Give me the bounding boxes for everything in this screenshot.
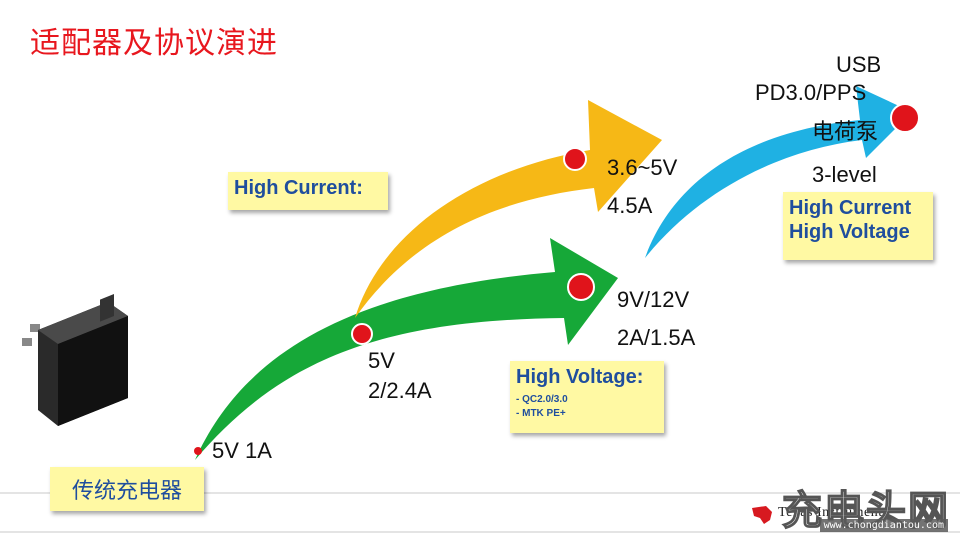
dot-stage2-orange bbox=[563, 147, 587, 171]
stage1-current: 2/2.4A bbox=[368, 378, 432, 403]
list-item: - QC2.0/3.0 bbox=[516, 394, 568, 405]
dot-start bbox=[194, 447, 202, 455]
dot-stage2-green bbox=[567, 273, 595, 301]
list-item: - MTK PE+ bbox=[516, 408, 566, 419]
ti-brand: Texas Instruments bbox=[750, 505, 889, 521]
note-high-both: High Current High Voltage bbox=[783, 192, 933, 260]
stage2-green-current: 2A/1.5A bbox=[617, 325, 696, 350]
stage2-orange-current: 4.5A bbox=[607, 193, 653, 218]
stage1-label: 5V 2/2.4A bbox=[368, 346, 432, 406]
ti-brand-text: Texas Instruments bbox=[778, 505, 889, 520]
green-arrow bbox=[195, 238, 618, 460]
stage3-line2: PD3.0/PPS bbox=[755, 80, 867, 105]
note-high-both-line2: High Voltage bbox=[789, 221, 910, 243]
start-label: 5V 1A bbox=[212, 438, 272, 463]
stage2-orange-label: 3.6~5V 4.5A bbox=[607, 153, 677, 221]
charger-image bbox=[22, 293, 128, 426]
note-high-current: High Current: bbox=[228, 172, 388, 210]
dot-stage3 bbox=[890, 103, 920, 133]
stage1-voltage: 5V bbox=[368, 348, 395, 373]
note-high-voltage-title: High Voltage: bbox=[516, 366, 644, 388]
blue-arrow bbox=[645, 86, 912, 258]
note-high-current-title: High Current: bbox=[234, 177, 363, 199]
slide-title: 适配器及协议演进 bbox=[30, 26, 278, 61]
stage2-green-label: 9V/12V 2A/1.5A bbox=[617, 285, 695, 353]
note-high-both-line1: High Current bbox=[789, 197, 912, 219]
stage3-line3: 电荷泵 bbox=[812, 120, 879, 145]
watermark-url: www.chongdiantou.com bbox=[819, 519, 948, 532]
traditional-charger-label: 传统充电器 bbox=[50, 467, 204, 511]
note-high-voltage-list: - QC2.0/3.0 - MTK PE+ bbox=[516, 393, 658, 421]
stage2-orange-voltage: 3.6~5V bbox=[607, 155, 678, 180]
note-high-voltage: High Voltage: - QC2.0/3.0 - MTK PE+ bbox=[510, 361, 664, 433]
stage3-line4: 3-level bbox=[812, 162, 877, 187]
stage2-green-voltage: 9V/12V bbox=[617, 287, 690, 312]
dot-stage1 bbox=[351, 323, 373, 345]
ti-logo-icon bbox=[752, 506, 772, 524]
stage3-line1: USB bbox=[836, 52, 882, 77]
